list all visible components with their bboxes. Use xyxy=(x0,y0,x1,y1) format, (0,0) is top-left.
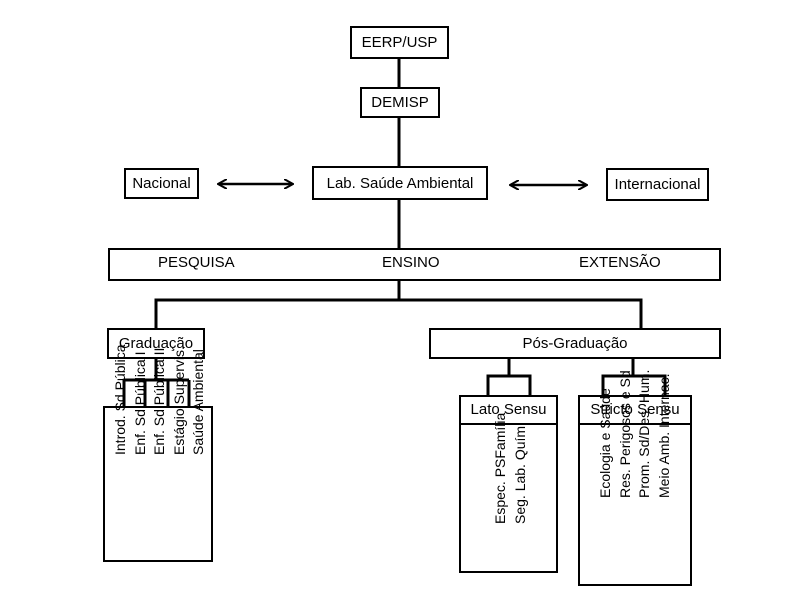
list-item: Prom. Sd/Des. Hum. xyxy=(636,369,652,498)
line-split-branches xyxy=(154,298,643,330)
stricto-sensu-title: Stricto Sensu xyxy=(578,395,692,425)
lato-sensu-panel: Lato Sensu Espec. PSFamília Seg. Lab. Qu… xyxy=(459,395,558,573)
postgrad-node: Pós-Graduação xyxy=(429,328,721,359)
stricto-sensu-panel: Stricto Sensu Ecologia e Saúde Res. Peri… xyxy=(578,370,692,586)
root-node: EERP/USP xyxy=(350,26,449,59)
activity-research: PESQUISA xyxy=(158,254,235,271)
department-node: DEMISP xyxy=(360,87,440,118)
list-item: Estágio Supervis. xyxy=(170,345,187,455)
list-item: Enf. Sd Pública II xyxy=(151,347,167,455)
lato-sensu-title: Lato Sensu xyxy=(459,395,558,425)
list-item: Ecologia e Saúde xyxy=(597,388,613,498)
list-item: Res. Perigosos e Sd xyxy=(616,370,633,498)
national-node: Nacional xyxy=(124,168,199,199)
undergrad-node: Graduação xyxy=(107,328,205,359)
list-item: Saúde Ambiental xyxy=(190,348,206,455)
activity-teaching: ENSINO xyxy=(382,254,440,271)
list-item: Enf. Sd Pública I xyxy=(131,350,148,455)
line-lato-fork xyxy=(486,374,532,396)
lab-node: Lab. Saúde Ambiental xyxy=(312,166,488,200)
list-item: Espec. PSFamília xyxy=(492,412,508,524)
international-node: Internacional xyxy=(606,168,709,201)
list-item: Seg. Lab. Quím. xyxy=(511,422,528,524)
line-stricto-fork xyxy=(601,374,667,396)
undergrad-courses-panel: Introd. Sd Pública Enf. Sd Pública I Enf… xyxy=(103,344,213,562)
activity-extension: EXTENSÃO xyxy=(579,254,661,271)
activities-bar: PESQUISA ENSINO EXTENSÃO xyxy=(108,248,721,281)
list-item: Introd. Sd Pública xyxy=(112,343,128,455)
list-item: Meio Amb. Internac. xyxy=(655,373,672,498)
